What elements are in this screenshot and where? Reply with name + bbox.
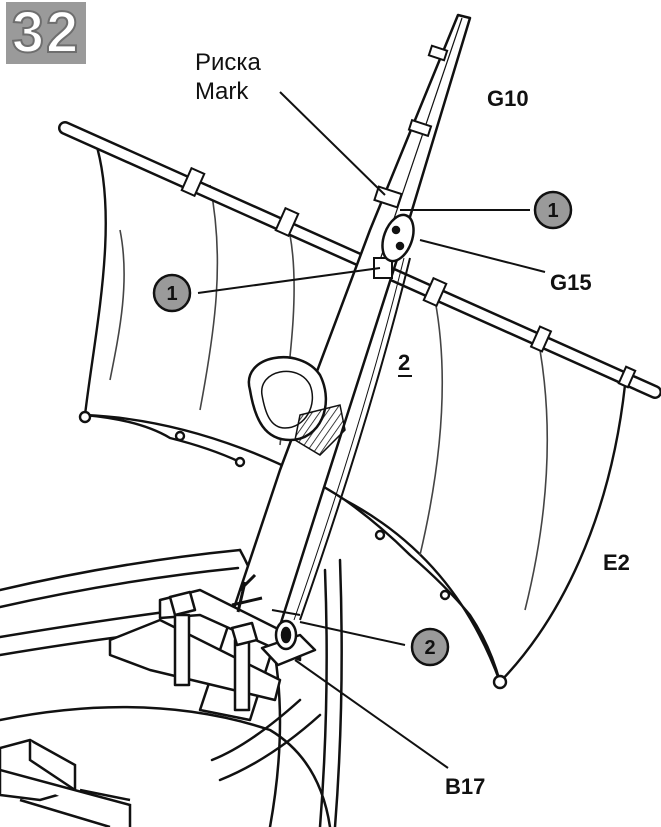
- mast-step: [108, 588, 317, 712]
- mast-pad: [247, 356, 346, 456]
- cleat-b17: [271, 609, 301, 651]
- bulkhead: [0, 738, 132, 827]
- step-number-badge: 32: [6, 2, 86, 64]
- step-number: 32: [11, 0, 81, 65]
- svg-text:1: 1: [547, 200, 558, 222]
- label-b17: B17: [445, 774, 485, 799]
- halyard: [293, 257, 411, 621]
- block-g15: [381, 213, 415, 263]
- callout-1-top: 1: [533, 190, 573, 230]
- label-mark-en: Mark: [195, 78, 249, 105]
- label-section-2: 2: [398, 350, 410, 375]
- callout-2: 2: [410, 627, 450, 667]
- svg-text:1: 1: [166, 283, 177, 305]
- svg-text:2: 2: [424, 637, 435, 659]
- callout-1-left: 1: [152, 273, 192, 313]
- label-g10: G10: [487, 86, 529, 111]
- leader-lines: [197, 91, 546, 769]
- mast-marking: [231, 573, 263, 613]
- label-g15: G15: [550, 270, 592, 295]
- label-e2: E2: [603, 550, 630, 575]
- label-mark-ru: Риска: [195, 49, 261, 76]
